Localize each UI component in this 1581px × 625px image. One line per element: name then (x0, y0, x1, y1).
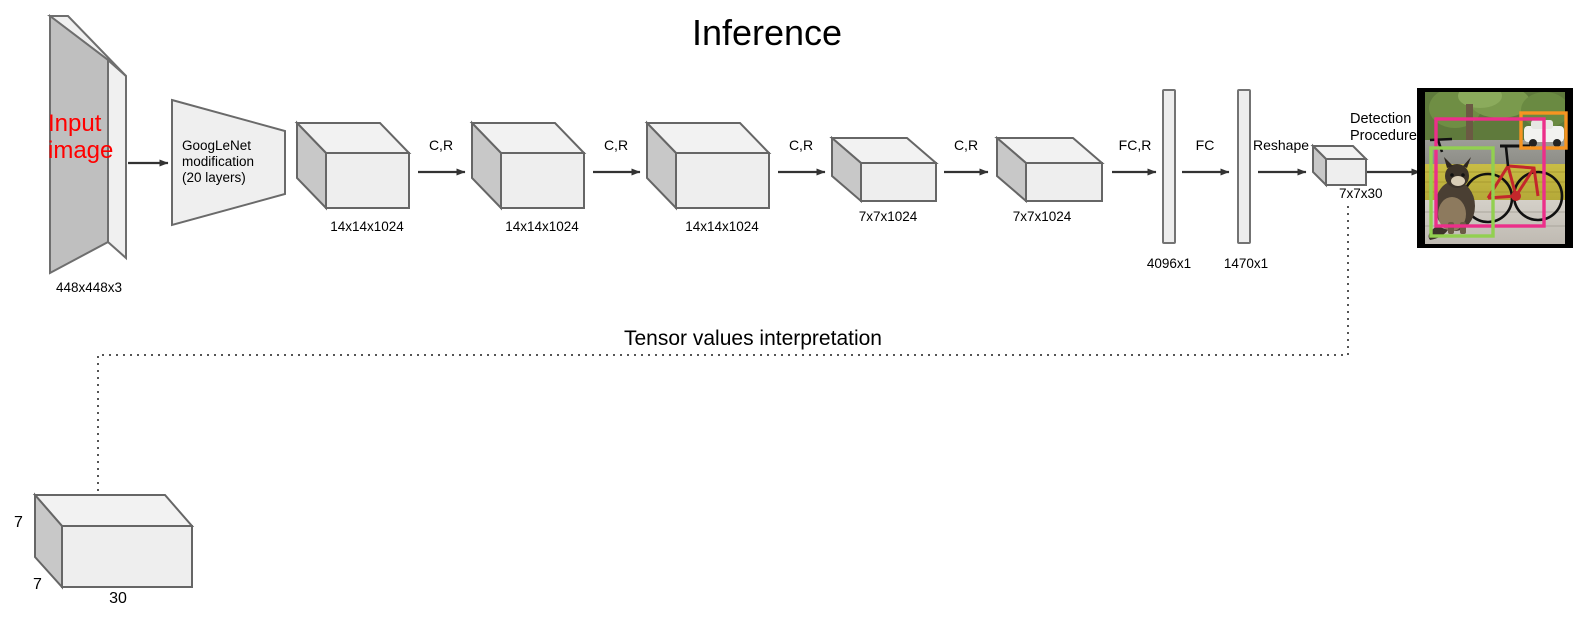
tensor-cube-width-label: 30 (109, 590, 127, 607)
googlenet-label-line1: GoogLeNet (182, 138, 251, 153)
input-image-slab (47, 13, 127, 275)
feature-box-4-label: 7x7x1024 (859, 209, 918, 224)
operation-label-3: C,R (789, 137, 813, 153)
googlenet-label-line3: (20 layers) (182, 170, 246, 185)
feature-box-1-label: 14x14x1024 (330, 219, 404, 234)
feature-box-3-label: 14x14x1024 (685, 219, 759, 234)
page-title: Inference (692, 12, 842, 53)
output-tensor-box (1310, 143, 1369, 188)
fc-layer-4096-bar (1162, 89, 1176, 244)
fc-layer-1470-bar (1237, 89, 1251, 244)
operation-label-5: FC,R (1119, 137, 1152, 153)
feature-box-2-label: 14x14x1024 (505, 219, 579, 234)
bbox-bicycle (1434, 117, 1546, 228)
tensor-interpretation-title: Tensor values interpretation (624, 327, 882, 350)
bbox-dog (1429, 146, 1495, 238)
input-image-overlay-line2: image (48, 137, 113, 164)
operation-label-1: C,R (429, 137, 453, 153)
output-tensor-label: 7x7x30 (1339, 186, 1383, 201)
googlenet-label-line2: modification (182, 154, 254, 169)
operation-label-4: C,R (954, 137, 978, 153)
detection-result-photo (1417, 88, 1573, 248)
tensor-interpretation-connector (97, 206, 1349, 496)
fc-layer-1470-label: 1470x1 (1224, 256, 1268, 271)
feature-box-4 (829, 135, 939, 204)
input-image-overlay-line1: Input (48, 110, 102, 137)
input-slab-front (49, 13, 109, 275)
tensor-cube-depth-label: 7 (33, 576, 42, 593)
detection-procedure-line1: Detection (1350, 111, 1411, 127)
feature-box-5-label: 7x7x1024 (1013, 209, 1072, 224)
tensor-cube-height-label: 7 (14, 514, 23, 531)
feature-box-3 (644, 120, 772, 211)
googlenet-block (171, 98, 286, 227)
operation-label-6: FC (1196, 137, 1215, 153)
fc-layer-4096-label: 4096x1 (1147, 256, 1191, 271)
detection-procedure-line2: Procedure (1350, 128, 1417, 144)
feature-box-2 (469, 120, 587, 211)
feature-box-1 (294, 120, 412, 211)
operation-label-2: C,R (604, 137, 628, 153)
operation-label-7: Reshape (1253, 137, 1309, 153)
feature-box-5 (994, 135, 1105, 204)
input-dim-label: 448x448x3 (56, 280, 122, 295)
tensor-interpretation-cube (32, 492, 195, 590)
